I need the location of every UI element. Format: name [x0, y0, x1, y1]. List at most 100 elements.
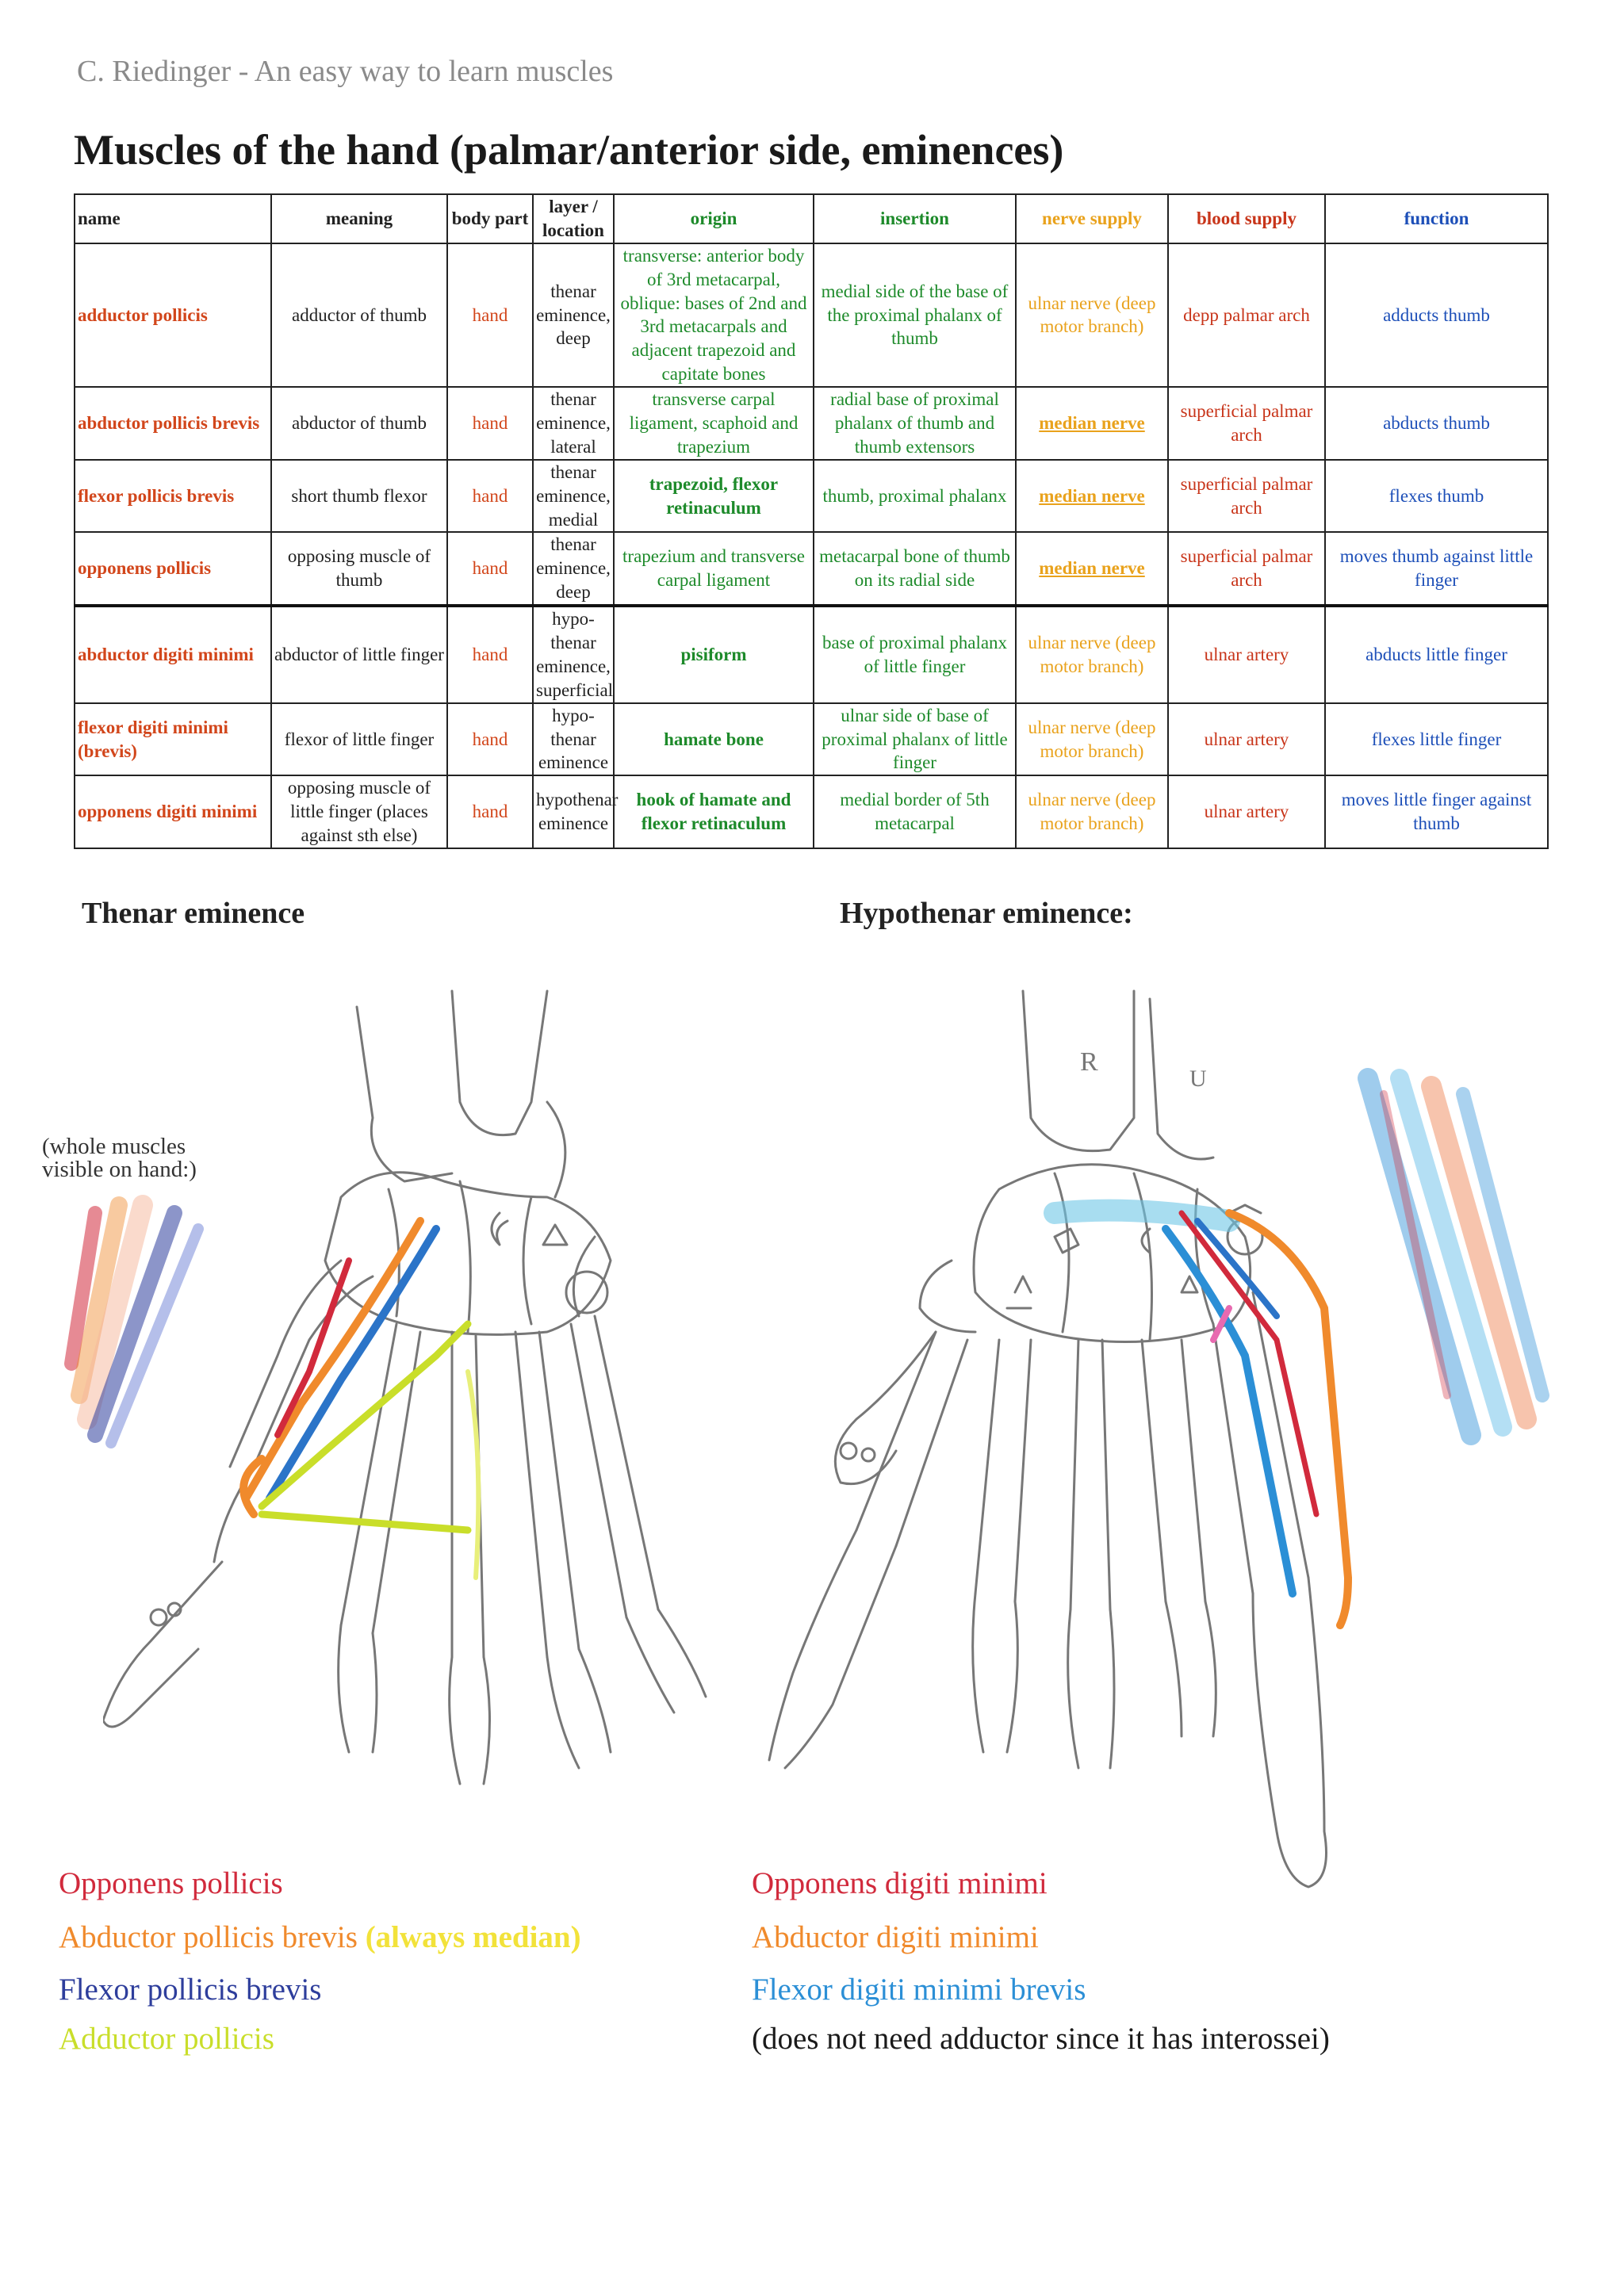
cell-body-part: hand [446, 702, 534, 777]
table-row: adductor pollicis adductor of thumb hand… [74, 242, 1549, 388]
cell-meaning: abductor of thumb [270, 386, 448, 461]
cell-nerve: median nerve [1015, 458, 1169, 534]
legend-text: Adductor pollicis [59, 2022, 274, 2056]
legend-note-always-median: (always median) [365, 1920, 581, 1954]
radius-label: R [1080, 1047, 1098, 1077]
cell-name: flexor pollicis brevis [74, 458, 272, 534]
cell-nerve: ulnar nerve (deep motor branch) [1015, 702, 1169, 777]
col-header-body-part: body part [446, 193, 534, 244]
cell-layer: thenar eminence, medial [532, 458, 615, 534]
hypothenar-swatch-drawing [1358, 1068, 1549, 1445]
col-header-meaning: meaning [270, 193, 448, 244]
muscle-table: name meaning body part layer / location … [74, 193, 1549, 850]
cell-meaning: abductor of little finger [270, 604, 448, 704]
hypothenar-hand-drawing: R U [768, 989, 1353, 1888]
cell-blood: ulnar artery [1167, 702, 1326, 777]
legend-text: Opponens pollicis [59, 1866, 283, 1900]
col-header-name: name [74, 193, 272, 244]
cell-blood: superficial palmar arch [1167, 531, 1326, 607]
legend-text: Flexor pollicis brevis [59, 1973, 322, 2007]
cell-name: opponens pollicis [74, 531, 272, 607]
cell-origin: trapezoid, flexor retinaculum [613, 458, 814, 534]
cell-function: flexes thumb [1324, 458, 1549, 534]
col-header-nerve: nerve supply [1015, 193, 1169, 244]
cell-body-part: hand [446, 458, 534, 534]
cell-function: flexes little finger [1324, 702, 1549, 777]
cell-origin: trapezium and transverse carpal ligament [613, 531, 814, 607]
col-header-function: function [1324, 193, 1549, 244]
table-row: flexor digiti minimi (brevis) flexor of … [74, 702, 1549, 777]
col-header-origin: origin [613, 193, 814, 244]
header-credit: C. Riedinger - An easy way to learn musc… [77, 55, 614, 88]
cell-meaning: short thumb flexor [270, 458, 448, 534]
cell-body-part: hand [446, 531, 534, 607]
thenar-swatch-drawing [64, 1195, 204, 1448]
cell-nerve: ulnar nerve (deep motor branch) [1015, 604, 1169, 704]
cell-origin: pisiform [613, 604, 814, 704]
legend-text: Abductor pollicis brevis [59, 1920, 358, 1954]
cell-blood: superficial palmar arch [1167, 458, 1326, 534]
cell-body-part: hand [446, 604, 534, 704]
cell-name: adductor pollicis [74, 242, 272, 388]
hypothenar-section-title: Hypothenar eminence: [840, 897, 1133, 930]
page-title: Muscles of the hand (palmar/anterior sid… [74, 126, 1064, 174]
legend-flexor-digiti-minimi-brevis: Flexor digiti minimi brevis [752, 1974, 1086, 2005]
legend-opponens-digiti-minimi: Opponens digiti minimi [752, 1868, 1048, 1899]
table-row: flexor pollicis brevis short thumb flexo… [74, 458, 1549, 534]
legend-flexor-pollicis-brevis: Flexor pollicis brevis [59, 1974, 321, 2005]
cell-origin: transverse: anterior body of 3rd metacar… [613, 242, 814, 388]
cell-blood: superficial palmar arch [1167, 386, 1326, 461]
legend-text: Abductor digiti minimi [752, 1920, 1039, 1954]
cell-layer: thenar eminence, lateral [532, 386, 615, 461]
legend-abductor-pollicis-brevis: Abductor pollicis brevis (always median) [59, 1922, 581, 1953]
cell-name: abductor digiti minimi [74, 604, 272, 704]
legend-abductor-digiti-minimi: Abductor digiti minimi [752, 1922, 1039, 1953]
legend-opponens-pollicis: Opponens pollicis [59, 1868, 283, 1899]
legend-text: Flexor digiti minimi brevis [752, 1973, 1086, 2007]
cell-meaning: flexor of little finger [270, 702, 448, 777]
cell-function: abducts thumb [1324, 386, 1549, 461]
cell-origin: hamate bone [613, 702, 814, 777]
cell-nerve: median nerve [1015, 386, 1169, 461]
cell-meaning: opposing muscle of thumb [270, 531, 448, 607]
cell-origin: transverse carpal ligament, scaphoid and… [613, 386, 814, 461]
cell-function: moves thumb against little finger [1324, 531, 1549, 607]
thenar-section-title: Thenar eminence [82, 897, 305, 930]
cell-nerve: median nerve [1015, 531, 1169, 607]
legend-adductor-pollicis: Adductor pollicis [59, 2023, 274, 2054]
cell-name: opponens digiti minimi [74, 775, 272, 850]
cell-meaning: opposing muscle of little finger (places… [270, 775, 448, 850]
whole-muscles-note: (whole muscles visible on hand:) [42, 1134, 197, 1182]
cell-nerve: ulnar nerve (deep motor branch) [1015, 242, 1169, 388]
table-header-row: name meaning body part layer / location … [74, 193, 1549, 244]
legend-text: Opponens digiti minimi [752, 1866, 1048, 1900]
table-row: abductor digiti minimi abductor of littl… [74, 604, 1549, 704]
legend-text: (does not need adductor since it has int… [752, 2022, 1330, 2056]
cell-meaning: adductor of thumb [270, 242, 448, 388]
cell-blood: ulnar artery [1167, 775, 1326, 850]
cell-origin: hook of hamate and flexor retinaculum [613, 775, 814, 850]
legend-note-interossei: (does not need adductor since it has int… [752, 2023, 1330, 2054]
table-row: opponens digiti minimi opposing muscle o… [74, 775, 1549, 850]
cell-insertion: medial side of the base of the proximal … [813, 242, 1017, 388]
col-header-insertion: insertion [813, 193, 1017, 244]
cell-function: moves little finger against thumb [1324, 775, 1549, 850]
cell-layer: hypo-thenar eminence, superficial [532, 604, 615, 704]
ulna-label: U [1189, 1066, 1207, 1092]
cell-body-part: hand [446, 386, 534, 461]
cell-layer: thenar eminence, deep [532, 531, 615, 607]
cell-name: abductor pollicis brevis [74, 386, 272, 461]
cell-name: flexor digiti minimi (brevis) [74, 702, 272, 777]
cell-nerve: ulnar nerve (deep motor branch) [1015, 775, 1169, 850]
cell-insertion: base of proximal phalanx of little finge… [813, 604, 1017, 704]
cell-insertion: metacarpal bone of thumb on its radial s… [813, 531, 1017, 607]
cell-layer: thenar eminence, deep [532, 242, 615, 388]
cell-insertion: ulnar side of base of proximal phalanx o… [813, 702, 1017, 777]
col-header-layer: layer / location [532, 193, 615, 244]
cell-layer: hypo-thenar eminence [532, 702, 615, 777]
cell-insertion: radial base of proximal phalanx of thumb… [813, 386, 1017, 461]
col-header-blood: blood supply [1167, 193, 1326, 244]
cell-blood: ulnar artery [1167, 604, 1326, 704]
table-row: abductor pollicis brevis abductor of thu… [74, 386, 1549, 461]
table-row: opponens pollicis opposing muscle of thu… [74, 531, 1549, 607]
